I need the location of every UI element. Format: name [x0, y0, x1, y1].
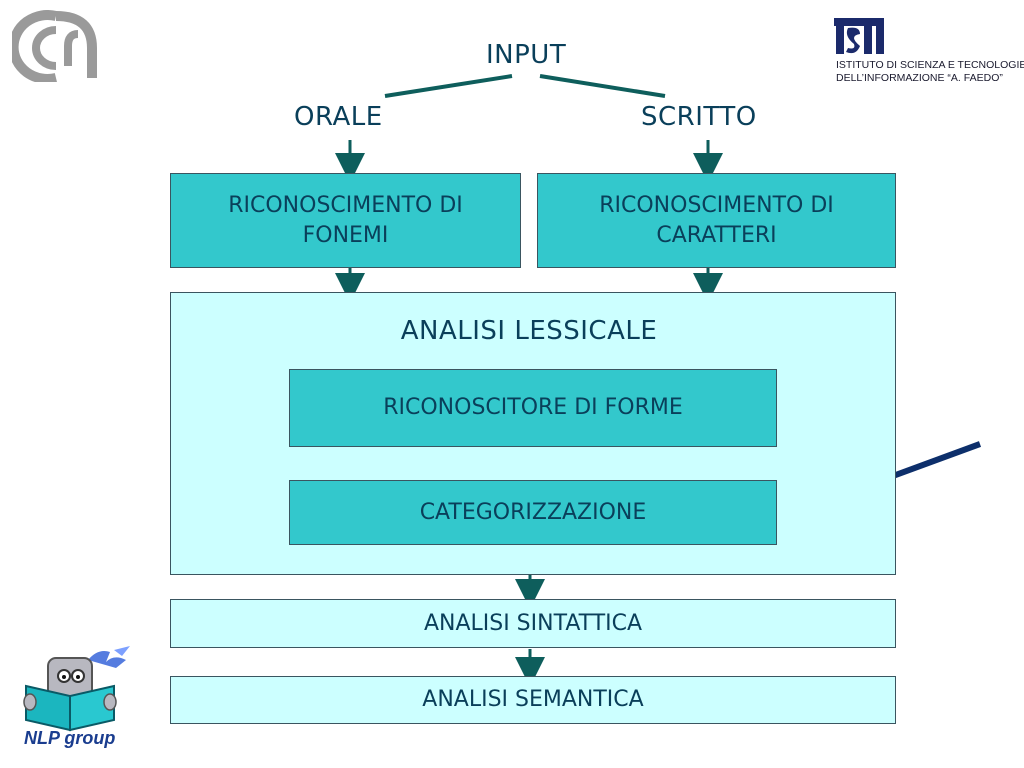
isti-logo-icon [834, 18, 884, 54]
nlp-group-logo [18, 640, 138, 736]
analisi-semantica-box: ANALISI SEMANTICA [170, 676, 896, 724]
input-label: INPUT [486, 40, 567, 70]
split-line-right [539, 74, 666, 98]
riconoscimento-caratteri-line1: RICONOSCIMENTO DI [599, 192, 834, 218]
isti-logo [832, 16, 886, 60]
categorizzazione-box: CATEGORIZZAZIONE [289, 480, 777, 545]
categorizzazione-label: CATEGORIZZAZIONE [419, 499, 647, 525]
orale-label: ORALE [294, 102, 383, 132]
riconoscimento-caratteri-line2: CARATTERI [656, 222, 777, 248]
split-line-left [384, 74, 513, 98]
riconoscimento-caratteri-box: RICONOSCIMENTO DI CARATTERI [537, 173, 896, 268]
riconoscitore-forme-box: RICONOSCITORE DI FORME [289, 369, 777, 447]
isti-caption-line1: ISTITUTO DI SCIENZA E TECNOLOGIE [836, 59, 1024, 71]
analisi-sintattica-box: ANALISI SINTATTICA [170, 599, 896, 648]
riconoscimento-fonemi-line1: RICONOSCIMENTO DI [228, 192, 463, 218]
analisi-semantica-label: ANALISI SEMANTICA [422, 687, 644, 712]
analisi-sintattica-label: ANALISI SINTATTICA [423, 610, 643, 636]
nlp-group-label: NLP group [24, 728, 116, 748]
nlp-reader-icon [23, 646, 130, 732]
cnr-logo [8, 10, 98, 86]
riconoscitore-forme-label: RICONOSCITORE DI FORME [383, 395, 683, 420]
scritto-label: SCRITTO [641, 102, 757, 132]
isti-caption: ISTITUTO DI SCIENZA E TECNOLOGIE DELL’IN… [836, 59, 1024, 85]
cnr-logo-icon [8, 10, 97, 84]
riconoscimento-fonemi-box: RICONOSCIMENTO DI FONEMI [170, 173, 521, 268]
riconoscimento-fonemi-line2: FONEMI [302, 222, 389, 248]
analisi-lessicale-title: ANALISI LESSICALE [400, 316, 658, 346]
isti-caption-line2: DELL’INFORMAZIONE “A. FAEDO” [836, 72, 1003, 84]
